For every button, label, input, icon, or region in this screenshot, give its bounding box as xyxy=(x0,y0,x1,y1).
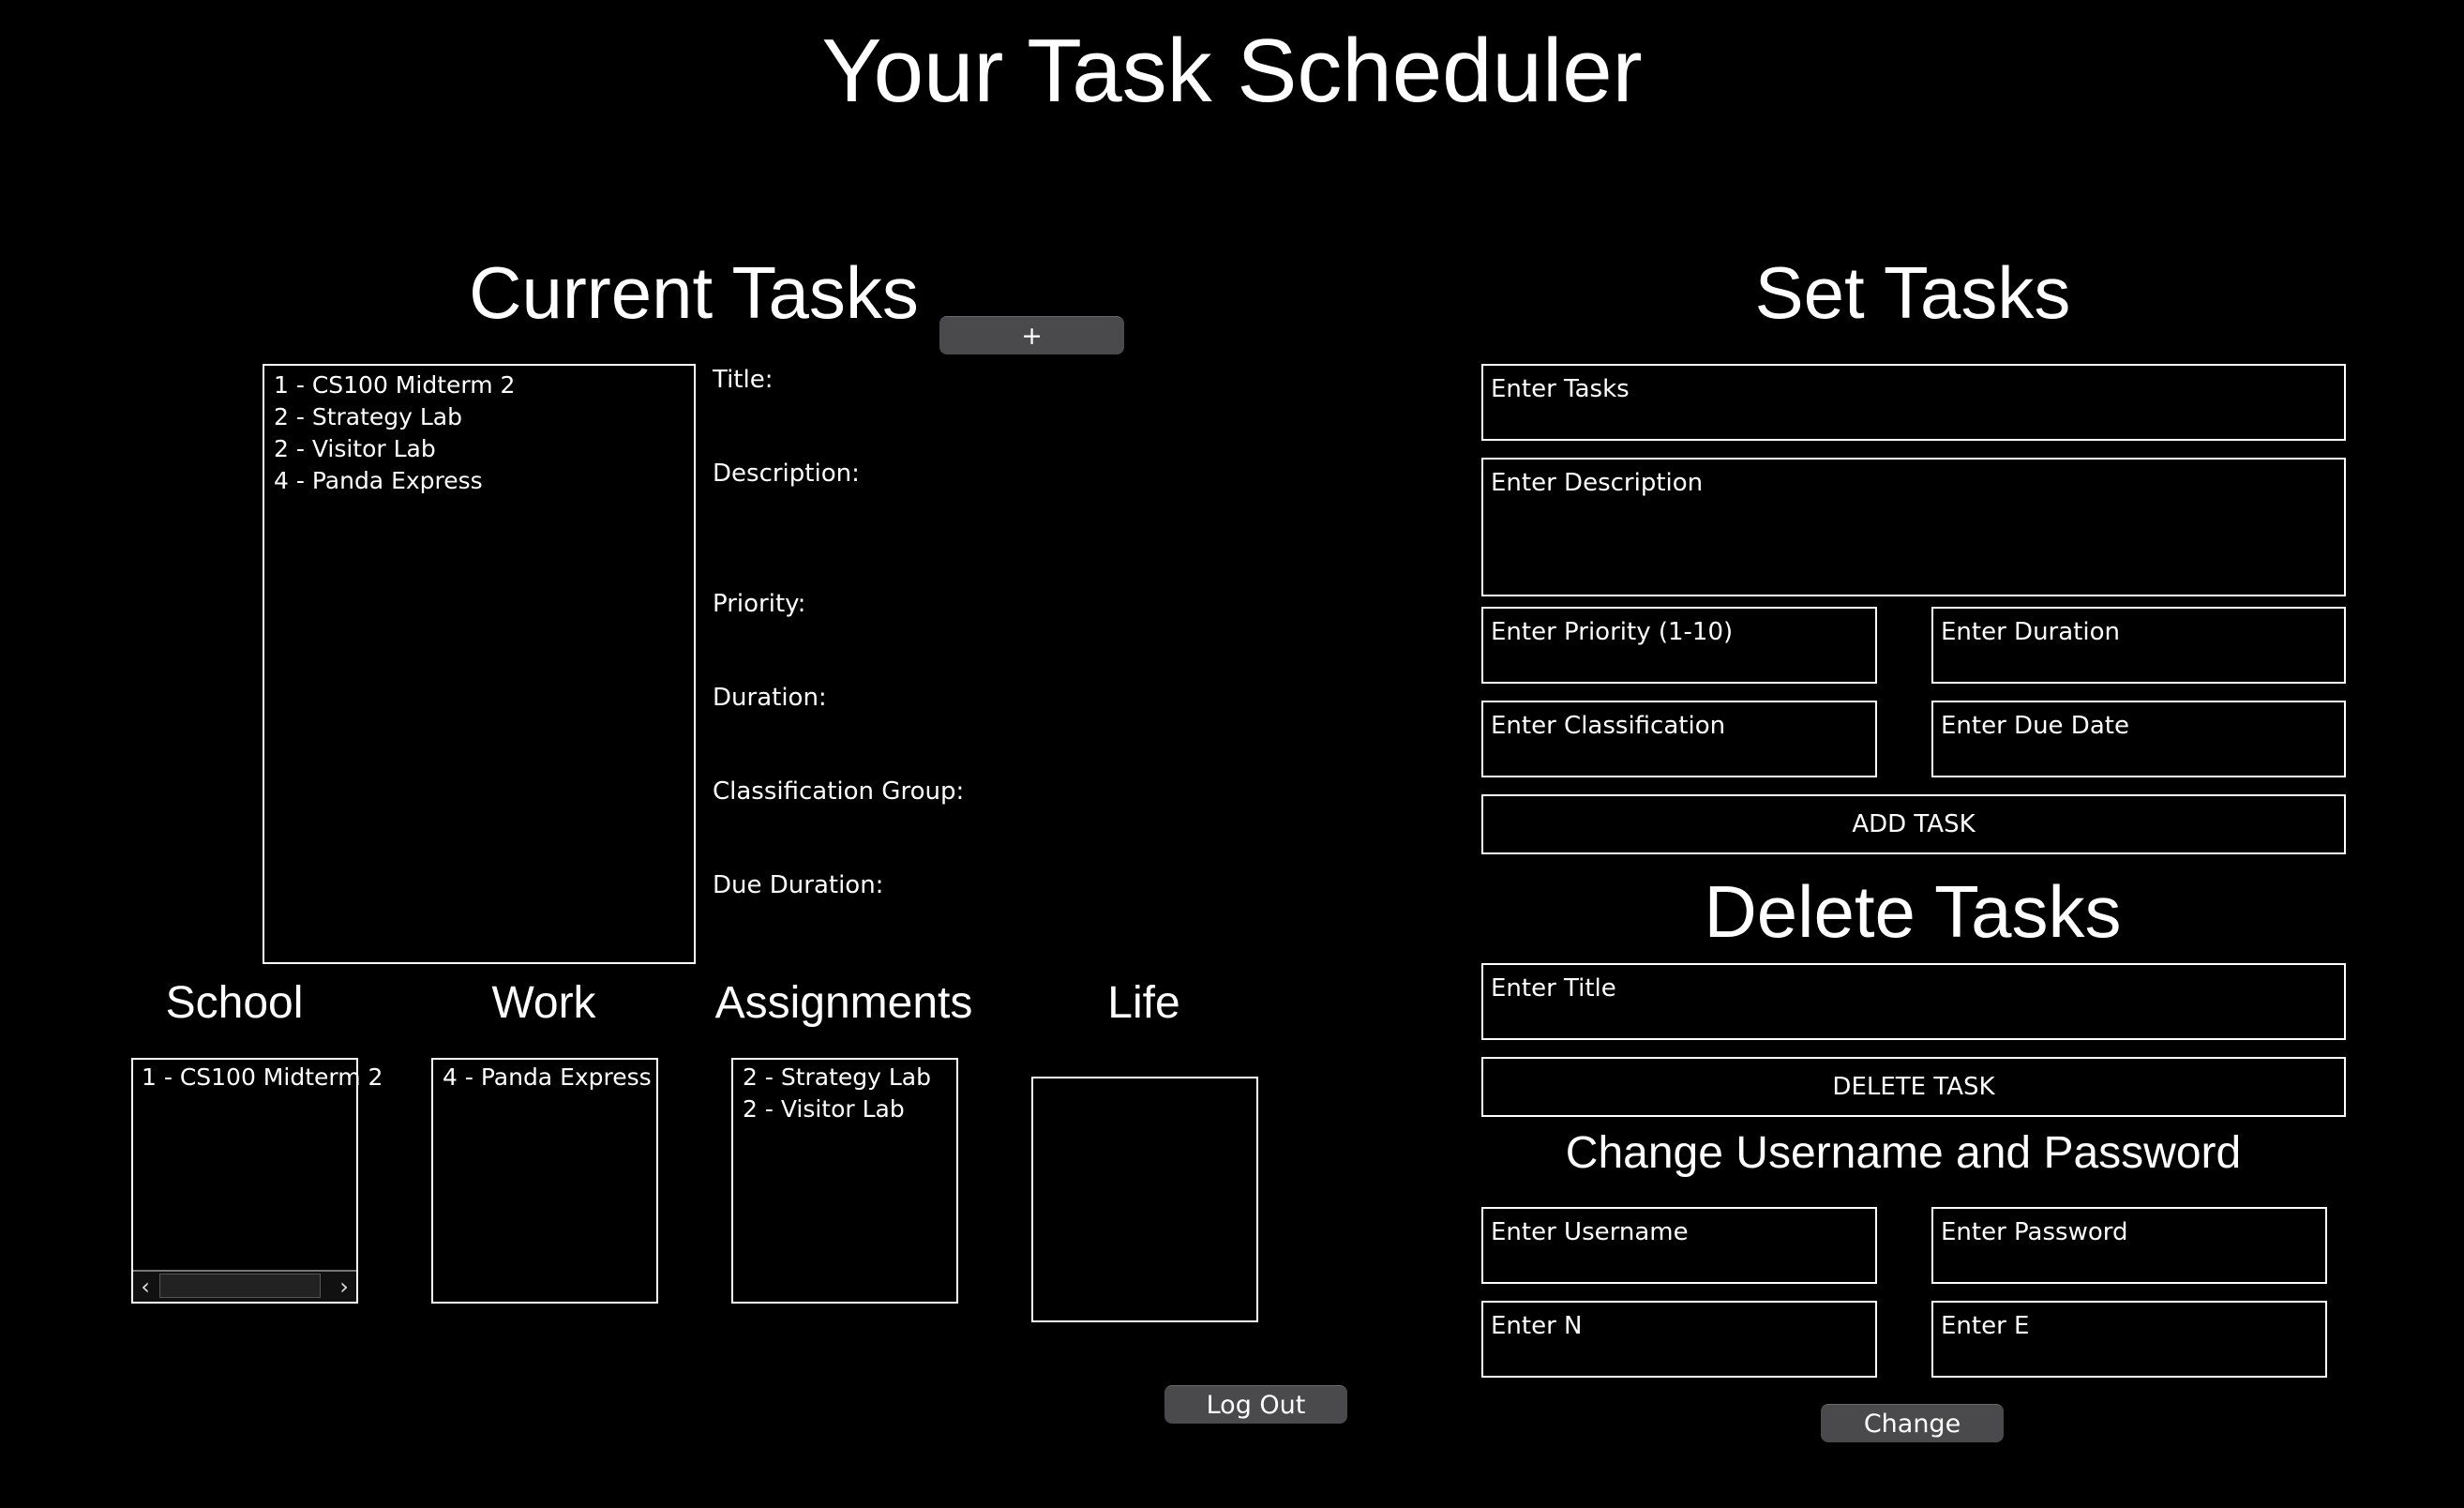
school-list[interactable]: 1 - CS100 Midterm 2 ‹ › xyxy=(131,1058,383,1304)
priority-input[interactable]: Enter Priority (1-10) xyxy=(1481,607,1877,684)
n-input[interactable]: Enter N xyxy=(1481,1301,1877,1378)
change-button[interactable]: Change xyxy=(1821,1404,2004,1442)
username-input[interactable]: Enter Username xyxy=(1481,1207,1877,1284)
add-task-button[interactable]: ADD TASK xyxy=(1481,794,2346,854)
list-item[interactable]: 2 - Visitor Lab xyxy=(274,435,436,462)
life-list[interactable] xyxy=(1031,1077,1258,1322)
logout-button[interactable]: Log Out xyxy=(1164,1385,1347,1424)
detail-classification-label: Classification Group: xyxy=(713,777,965,806)
school-heading: School xyxy=(165,978,304,1028)
detail-priority-label: Priority: xyxy=(713,590,806,618)
horizontal-scrollbar[interactable]: ‹ › xyxy=(133,1270,356,1302)
scroll-left-icon[interactable]: ‹ xyxy=(141,1274,150,1300)
e-input[interactable]: Enter E xyxy=(1931,1301,2327,1378)
detail-duration-label: Duration: xyxy=(713,684,827,712)
work-list[interactable]: 4 - Panda Express xyxy=(431,1058,658,1304)
list-item[interactable]: 2 - Visitor Lab xyxy=(743,1095,905,1123)
list-item[interactable]: 2 - Strategy Lab xyxy=(743,1063,932,1091)
assignments-list[interactable]: 2 - Strategy Lab 2 - Visitor Lab xyxy=(731,1058,958,1304)
detail-description-label: Description: xyxy=(713,460,860,488)
change-credentials-heading: Change Username and Password xyxy=(1565,1128,2242,1178)
classification-input[interactable]: Enter Classification xyxy=(1481,701,1877,777)
list-item[interactable]: 1 - CS100 Midterm 2 xyxy=(142,1063,383,1091)
password-input[interactable]: Enter Password xyxy=(1931,1207,2327,1284)
delete-task-button[interactable]: DELETE TASK xyxy=(1481,1057,2346,1117)
add-task-plus-button[interactable]: + xyxy=(939,316,1124,354)
description-input[interactable]: Enter Description xyxy=(1481,458,2346,596)
scroll-right-icon[interactable]: › xyxy=(339,1274,349,1300)
life-heading: Life xyxy=(1107,978,1180,1028)
current-tasks-heading: Current Tasks xyxy=(469,251,919,334)
delete-title-input[interactable]: Enter Title xyxy=(1481,963,2346,1040)
set-tasks-heading: Set Tasks xyxy=(1754,251,2071,334)
list-item[interactable]: 1 - CS100 Midterm 2 xyxy=(274,371,516,399)
current-tasks-list[interactable]: 1 - CS100 Midterm 2 2 - Strategy Lab 2 -… xyxy=(263,364,696,964)
delete-tasks-heading: Delete Tasks xyxy=(1704,870,2122,953)
detail-due-label: Due Duration: xyxy=(713,871,884,899)
duration-input[interactable]: Enter Duration xyxy=(1931,607,2346,684)
list-item[interactable]: 4 - Panda Express xyxy=(443,1063,652,1091)
work-heading: Work xyxy=(491,978,596,1028)
assignments-heading: Assignments xyxy=(714,978,973,1028)
app-title: Your Task Scheduler xyxy=(821,21,1643,121)
list-item[interactable]: 4 - Panda Express xyxy=(274,467,483,494)
due-date-input[interactable]: Enter Due Date xyxy=(1931,701,2346,777)
tasks-input[interactable]: Enter Tasks xyxy=(1481,364,2346,441)
list-item[interactable]: 2 - Strategy Lab xyxy=(274,403,463,430)
scroll-thumb[interactable] xyxy=(159,1274,321,1298)
detail-title-label: Title: xyxy=(713,366,774,394)
